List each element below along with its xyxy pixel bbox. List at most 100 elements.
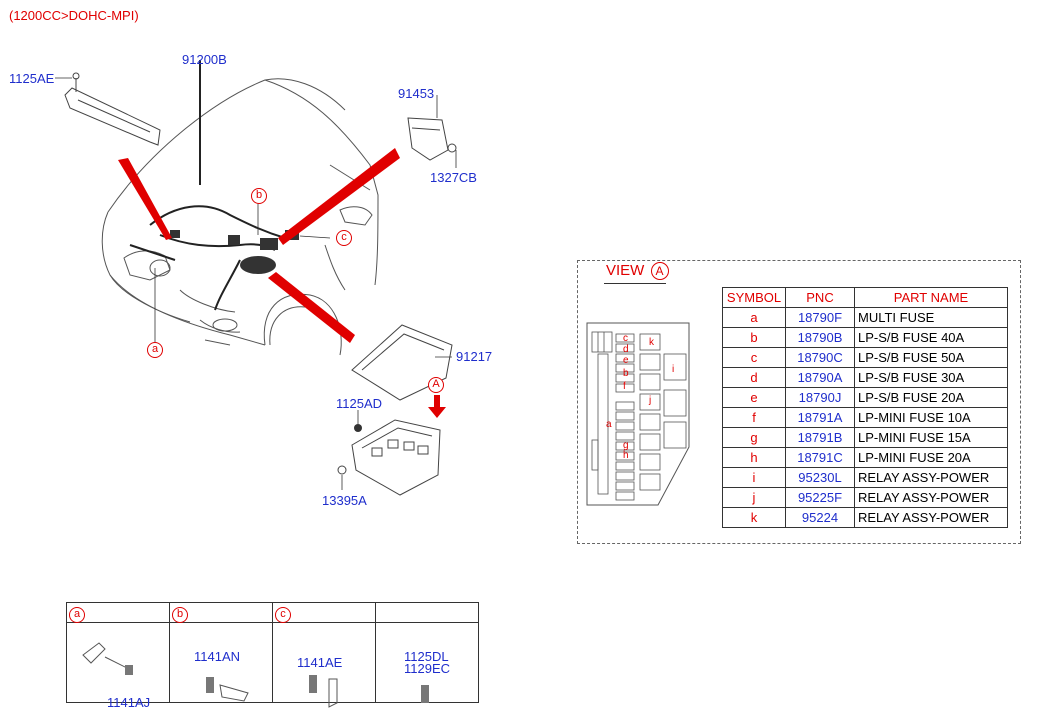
cell-symbol: e	[722, 387, 786, 408]
cell-symbol: k	[722, 507, 786, 528]
view-title-circle: A	[650, 262, 669, 280]
fusebox-cover	[351, 324, 453, 401]
leader-lines	[55, 77, 457, 490]
fb-letter-j: j	[649, 395, 652, 406]
cell-part-name: RELAY ASSY-POWER	[854, 467, 1008, 488]
section-wedges	[118, 148, 400, 343]
detail-head-c: c	[272, 602, 376, 623]
part-label-1125ae: 1125AE	[9, 71, 55, 86]
view-arrow	[428, 395, 446, 418]
fastener-c-icon	[309, 675, 338, 708]
cell-symbol: g	[722, 427, 786, 448]
detail-table: a b c 1141AJ 1141AN 1141AE	[66, 602, 479, 710]
harness-lines	[129, 60, 286, 311]
detail-cell-c: 1141AE	[272, 622, 376, 708]
fb-letter-k: k	[649, 337, 654, 348]
detail-part-d1: 1125DL	[404, 649, 449, 664]
cell-part-name: MULTI FUSE	[854, 307, 1008, 328]
cell-part-name: LP-MINI FUSE 20A	[854, 447, 1008, 468]
cell-symbol: a	[722, 307, 786, 328]
detail-marker-a: a	[69, 607, 85, 623]
parts-table-header: SYMBOL PNC PART NAME	[722, 287, 1008, 308]
part-label-91453: 91453	[398, 86, 435, 101]
fb-letter-b: b	[623, 368, 629, 379]
part-label-13395a: 13395A	[322, 493, 367, 508]
cell-pnc[interactable]: 18790B	[785, 327, 855, 348]
cell-part-name: RELAY ASSY-POWER	[854, 487, 1008, 508]
fb-letter-a: a	[606, 419, 612, 430]
marker-a: a	[147, 342, 163, 358]
header-symbol: SYMBOL	[722, 287, 786, 308]
cell-part-name: LP-MINI FUSE 15A	[854, 427, 1008, 448]
cell-part-name: LP-MINI FUSE 10A	[854, 407, 1008, 428]
view-title: VIEW A	[606, 262, 669, 280]
header-pnc: PNC	[785, 287, 855, 308]
detail-head-a: a	[66, 602, 170, 623]
detail-part-b: 1141AN	[194, 649, 241, 664]
cell-pnc[interactable]: 18790J	[785, 387, 855, 408]
marker-c: c	[336, 230, 352, 246]
detail-part-a: 1141AJ	[107, 695, 151, 710]
fb-letter-i: i	[672, 364, 675, 375]
cover-part	[407, 117, 457, 161]
fastener-b-icon	[206, 677, 249, 702]
cell-pnc[interactable]: 18790F	[785, 307, 855, 328]
view-title-underline	[604, 283, 666, 284]
view-title-text: VIEW	[606, 262, 645, 279]
detail-cell-d: 1125DL 1129EC	[375, 622, 479, 703]
fastener-d-icon	[421, 685, 429, 703]
cell-pnc[interactable]: 18791C	[785, 447, 855, 468]
cell-part-name: LP-S/B FUSE 50A	[854, 347, 1008, 368]
detail-table-header: a b c	[66, 602, 479, 623]
cell-symbol: h	[722, 447, 786, 468]
car-outline	[101, 78, 379, 356]
detail-cell-a: 1141AJ	[66, 622, 170, 710]
cell-pnc[interactable]: 95230L	[785, 467, 855, 488]
cell-pnc[interactable]: 95225F	[785, 487, 855, 508]
marker-b: b	[251, 188, 267, 204]
detail-head-b: b	[169, 602, 273, 623]
cell-pnc[interactable]: 18790A	[785, 367, 855, 388]
detail-part-d2: 1129EC	[404, 661, 451, 676]
part-label-1125ad: 1125AD	[336, 396, 383, 411]
detail-marker-b: b	[172, 607, 188, 623]
fb-letter-e: e	[623, 355, 629, 366]
cell-part-name: LP-S/B FUSE 30A	[854, 367, 1008, 388]
detail-marker-c: c	[275, 607, 291, 623]
fusebox-schematic	[586, 322, 690, 506]
part-label-1327cb: 1327CB	[430, 170, 477, 185]
detail-table-body: 1141AJ 1141AN 1141AE 1125DL 1129EC	[66, 622, 479, 710]
engine-note: (1200CC>DOHC-MPI)	[9, 8, 139, 23]
cell-symbol: c	[722, 347, 786, 368]
cell-symbol: d	[722, 367, 786, 388]
cell-part-name: RELAY ASSY-POWER	[854, 507, 1008, 528]
cell-pnc[interactable]: 18790C	[785, 347, 855, 368]
cell-symbol: b	[722, 327, 786, 348]
fb-letter-d: d	[623, 344, 629, 355]
cell-part-name: LP-S/B FUSE 40A	[854, 327, 1008, 348]
part-label-91217: 91217	[456, 349, 493, 364]
cell-pnc[interactable]: 18791A	[785, 407, 855, 428]
detail-head-d	[375, 602, 479, 623]
header-part-name: PART NAME	[854, 287, 1008, 308]
cell-symbol: j	[722, 487, 786, 508]
cell-pnc[interactable]: 18791B	[785, 427, 855, 448]
fb-letter-c: c	[623, 333, 628, 344]
fb-letter-h: h	[623, 450, 629, 461]
cell-part-name: LP-S/B FUSE 20A	[854, 387, 1008, 408]
cell-symbol: f	[722, 407, 786, 428]
cell-pnc[interactable]: 95224	[785, 507, 855, 528]
fusebox-body	[337, 419, 441, 496]
marker-view-a: A	[428, 377, 444, 393]
view-a-panel	[577, 260, 1021, 544]
